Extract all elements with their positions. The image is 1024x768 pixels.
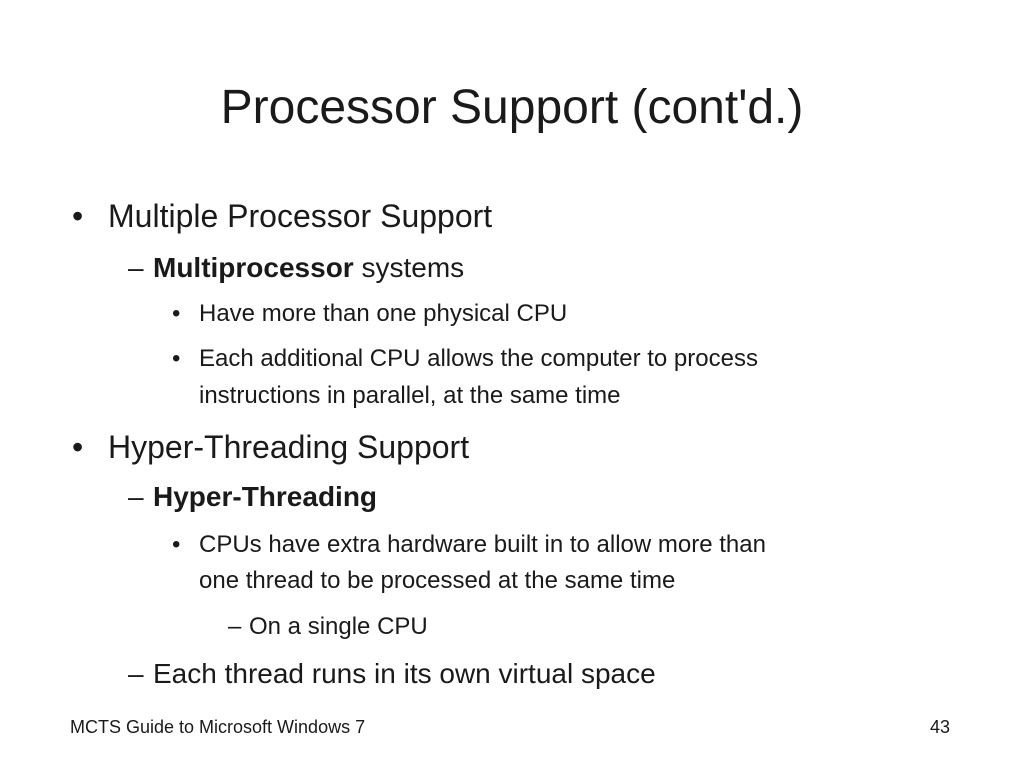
- footer-course-title: MCTS Guide to Microsoft Windows 7: [70, 717, 366, 737]
- bullet-marker: •: [172, 345, 181, 372]
- slide-title: Processor Support (cont'd.): [220, 81, 804, 134]
- bullet-extra-hardware-line1: CPUs have extra hardware built in to all…: [199, 531, 766, 558]
- dash-marker: –: [128, 481, 144, 512]
- bullet-marker: •: [172, 531, 181, 558]
- dash-marker: –: [228, 613, 242, 640]
- bullet-marker: •: [72, 429, 84, 465]
- bullet-extra-hardware-line2: one thread to be processed at the same t…: [199, 567, 676, 594]
- bullet-more-than-one-cpu: Have more than one physical CPU: [199, 300, 568, 327]
- page-number: 43: [930, 717, 951, 737]
- subbullet-virtual-space: Each thread runs in its own virtual spac…: [153, 658, 656, 689]
- term-multiprocessor: Multiprocessor: [153, 252, 354, 283]
- subbullet-hyper-threading: Hyper-Threading: [153, 480, 377, 514]
- subbullet-text: systems: [353, 252, 465, 283]
- bullet-additional-cpu-line1: Each additional CPU allows the computer …: [199, 345, 758, 372]
- dash-marker: –: [128, 658, 144, 689]
- bullet-multiple-processor-support: Multiple Processor Support: [108, 198, 493, 234]
- term-hyper-threading: Hyper-Threading: [153, 481, 378, 512]
- bullet-additional-cpu-line2: instructions in parallel, at the same ti…: [199, 382, 621, 409]
- bullet-hyper-threading-support: Hyper-Threading Support: [108, 429, 470, 465]
- subbullet-multiprocessor-systems: Multiprocessor systems: [153, 251, 464, 285]
- bullet-marker: •: [172, 300, 181, 327]
- subbullet-single-cpu: On a single CPU: [249, 613, 428, 640]
- bullet-marker: •: [72, 198, 84, 234]
- dash-marker: –: [128, 252, 144, 283]
